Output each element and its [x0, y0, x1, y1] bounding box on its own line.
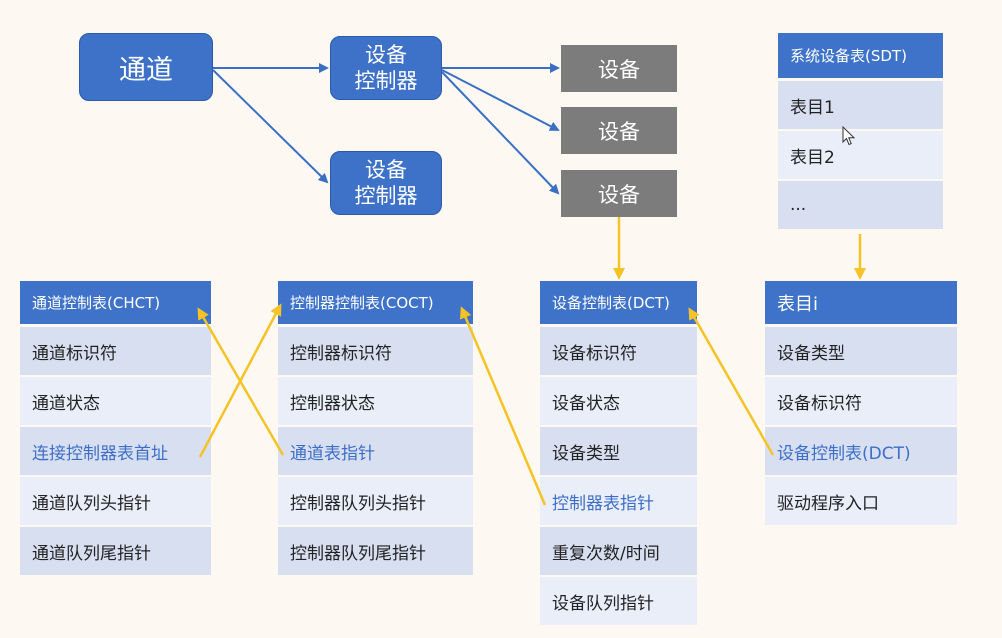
coct-row: 控制器标识符 — [278, 327, 473, 377]
mouse-cursor-icon — [842, 126, 856, 146]
chct-row: 通道状态 — [20, 377, 211, 427]
sdt-row: 表目2 — [778, 131, 943, 181]
device-node-2: 设备 — [561, 107, 677, 154]
controller-node-2: 设备控制器 — [330, 151, 442, 215]
arrow-dct-to-coct — [459, 306, 547, 506]
coct-table: 控制器控制表(COCT) 控制器标识符 控制器状态 通道表指针 控制器队列头指针… — [278, 281, 473, 577]
entry-row: 设备类型 — [765, 327, 957, 377]
controller-node-1: 设备控制器 — [330, 36, 442, 100]
coct-row: 控制器队列头指针 — [278, 477, 473, 527]
dct-title: 设备控制表(DCT) — [540, 281, 697, 327]
entry-row: 驱动程序入口 — [765, 477, 957, 527]
dct-row: 设备队列指针 — [540, 577, 697, 627]
device-node-1: 设备 — [561, 45, 677, 92]
dct-row-pointer: 控制器表指针 — [540, 477, 697, 527]
coct-row-pointer: 通道表指针 — [278, 427, 473, 477]
arrow-chct-to-coct — [198, 303, 282, 458]
dct-row: 设备类型 — [540, 427, 697, 477]
chct-row-pointer: 连接控制器表首址 — [20, 427, 211, 477]
arrow-controller-device3 — [441, 71, 560, 195]
entry-table: 表目i 设备类型 设备标识符 设备控制表(DCT) 驱动程序入口 — [765, 281, 957, 527]
channel-node: 通道 — [79, 33, 213, 101]
arrow-controller-device2 — [441, 69, 560, 131]
arrow-channel-controller2 — [212, 69, 329, 184]
arrow-coct-to-chct — [197, 307, 285, 456]
sdt-title: 系统设备表(SDT) — [778, 33, 943, 81]
coct-title: 控制器控制表(COCT) — [278, 281, 473, 327]
dct-row: 设备标识符 — [540, 327, 697, 377]
sdt-row: ... — [778, 181, 943, 231]
dct-row: 重复次数/时间 — [540, 527, 697, 577]
device-node-3: 设备 — [561, 170, 677, 217]
entry-title: 表目i — [765, 281, 957, 327]
sdt-row: 表目1 — [778, 81, 943, 131]
coct-row: 控制器队列尾指针 — [278, 527, 473, 577]
dct-table: 设备控制表(DCT) 设备标识符 设备状态 设备类型 控制器表指针 重复次数/时… — [540, 281, 697, 627]
coct-row: 控制器状态 — [278, 377, 473, 427]
sdt-table: 系统设备表(SDT) 表目1 表目2 ... — [778, 33, 943, 231]
chct-table: 通道控制表(CHCT) 通道标识符 通道状态 连接控制器表首址 通道队列头指针 … — [20, 281, 211, 577]
chct-title: 通道控制表(CHCT) — [20, 281, 211, 327]
chct-row: 通道标识符 — [20, 327, 211, 377]
entry-row-pointer: 设备控制表(DCT) — [765, 427, 957, 477]
arrow-entry-to-dct — [688, 307, 775, 456]
chct-row: 通道队列头指针 — [20, 477, 211, 527]
chct-row: 通道队列尾指针 — [20, 527, 211, 577]
dct-row: 设备状态 — [540, 377, 697, 427]
entry-row: 设备标识符 — [765, 377, 957, 427]
